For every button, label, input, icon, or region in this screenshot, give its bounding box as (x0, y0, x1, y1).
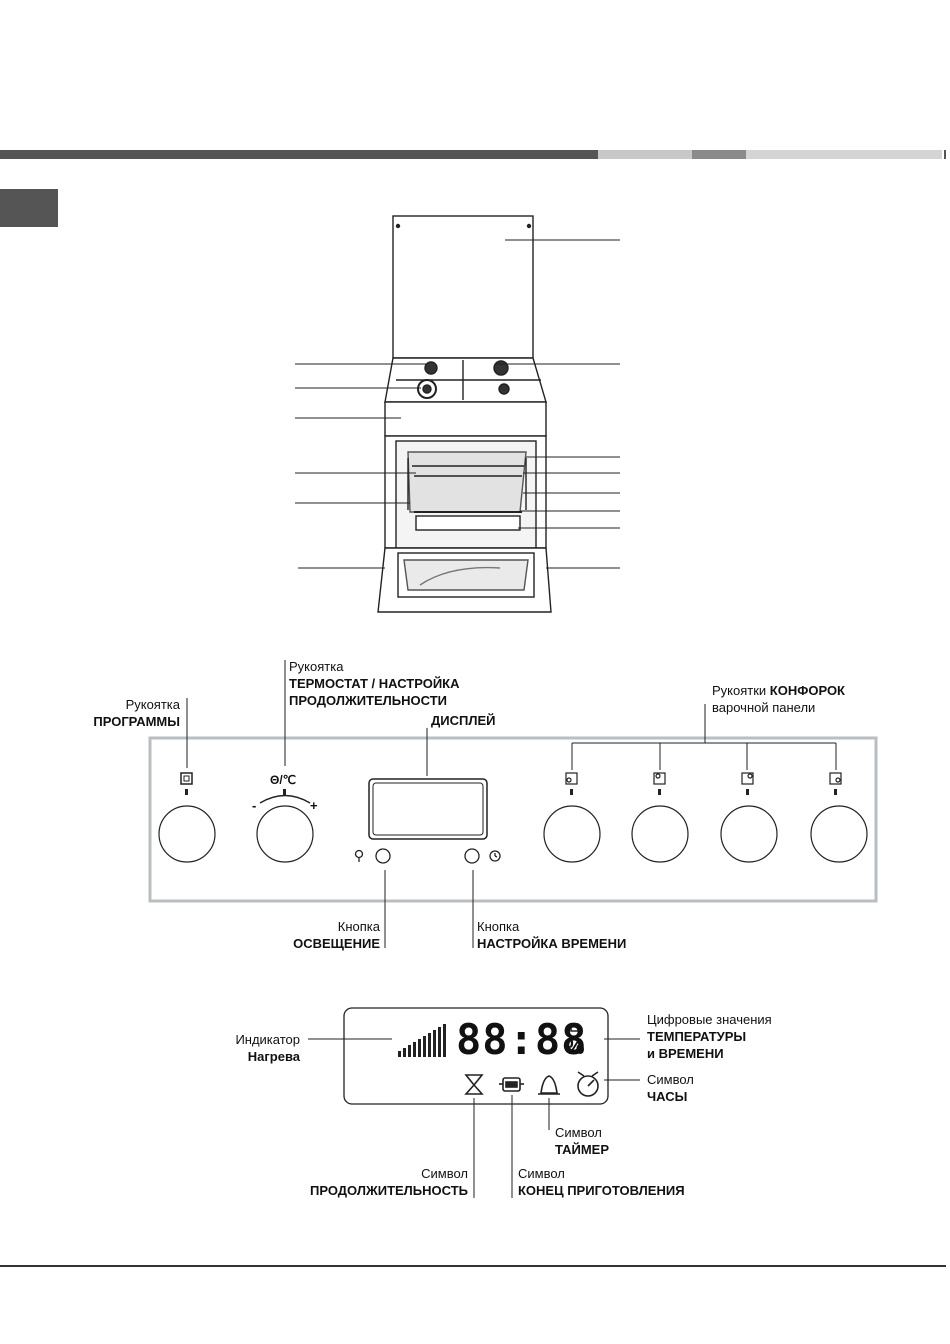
control-panel (148, 660, 878, 948)
end-cooking-symbol-label: Символ КОНЕЦ ПРИГОТОВЛЕНИЯ (518, 1165, 685, 1199)
burner-knobs-label: Рукоятки КОНФОРОК варочной панели (712, 682, 845, 716)
end-cooking-symbol-label-2: КОНЕЦ ПРИГОТОВЛЕНИЯ (518, 1183, 685, 1198)
clock-symbol-label-1: Символ (647, 1072, 694, 1087)
digital-values-label: Цифровые значения ТЕМПЕРАТУРЫ и ВРЕМЕНИ (647, 1011, 772, 1062)
duration-symbol-label-2: ПРОДОЛЖИТЕЛЬНОСТЬ (310, 1183, 468, 1198)
thermostat-knob-label-3: ПРОДОЛЖИТЕЛЬНОСТИ (289, 693, 447, 708)
heating-indicator-label-2: Нагрева (247, 1049, 300, 1064)
heating-bars (398, 1024, 446, 1057)
burner-knobs-label-1: Рукоятки КОНФОРОК (712, 682, 845, 699)
digital-values-label-2: ТЕМПЕРАТУРЫ (647, 1029, 747, 1044)
display-percent: % (565, 1034, 585, 1059)
display-digits: 88:88 (456, 1015, 588, 1064)
clock-symbol-label-2: ЧАСЫ (647, 1089, 688, 1104)
programs-knob-label-2: ПРОГРАММЫ (93, 714, 180, 729)
duration-symbol-label-1: Символ (421, 1166, 468, 1181)
thermostat-knob-label-2: ТЕРМОСТАТ / НАСТРОЙКА (289, 676, 460, 691)
display-label: ДИСПЛЕЙ (431, 712, 495, 729)
header-bar-dark (0, 150, 598, 159)
time-button-label: Кнопка НАСТРОЙКА ВРЕМЕНИ (477, 918, 626, 952)
light-button-label-2: ОСВЕЩЕНИЕ (293, 936, 380, 951)
programs-knob-label: Рукоятка ПРОГРАММЫ (60, 696, 180, 730)
burner-knob-icons (565, 772, 842, 785)
heating-indicator-label-1: Индикатор (235, 1032, 300, 1047)
header-tick (944, 150, 946, 159)
thermostat-knob-label-1: Рукоятка (289, 659, 344, 674)
burner-knobs-label-1a: Рукоятки (712, 683, 770, 698)
digital-values-label-3: и ВРЕМЕНИ (647, 1046, 724, 1061)
header-bar-light (598, 150, 692, 159)
programs-knob-label-1: Рукоятка (125, 697, 180, 712)
time-button-label-2: НАСТРОЙКА ВРЕМЕНИ (477, 936, 627, 951)
display-label-text: ДИСПЛЕЙ (431, 713, 496, 728)
end-cooking-symbol-label-1: Символ (518, 1166, 565, 1181)
timer-symbol-label-2: ТАЙМЕР (555, 1142, 610, 1157)
header-bar-light-2 (746, 150, 942, 159)
thermostat-knob-label: Рукоятка ТЕРМОСТАТ / НАСТРОЙКА ПРОДОЛЖИТ… (289, 658, 460, 709)
timer-symbol-label-1: Символ (555, 1125, 602, 1140)
thermostat-symbol: Θ/℃ (270, 773, 297, 787)
digital-values-label-1: Цифровые значения (647, 1012, 772, 1027)
burner-knobs-label-1b: КОНФОРОК (769, 683, 845, 698)
light-button-label: Кнопка ОСВЕЩЕНИЕ (240, 918, 380, 952)
duration-symbol-label: Символ ПРОДОЛЖИТЕЛЬНОСТЬ (230, 1165, 468, 1199)
minus-sign: - (252, 798, 257, 813)
stove-illustration (295, 215, 620, 613)
burner-knobs-label-2: варочной панели (712, 700, 816, 715)
footer-rule (0, 1265, 946, 1267)
heating-indicator-label: Индикатор Нагрева (180, 1031, 300, 1065)
light-button-label-1: Кнопка (337, 919, 380, 934)
time-button-label-1: Кнопка (477, 919, 520, 934)
section-tab (0, 189, 58, 227)
plus-sign: + (310, 798, 318, 813)
timer-symbol-label: Символ ТАЙМЕР (555, 1124, 609, 1158)
clock-symbol-label: Символ ЧАСЫ (647, 1071, 694, 1105)
header-bar-mid (692, 150, 746, 159)
